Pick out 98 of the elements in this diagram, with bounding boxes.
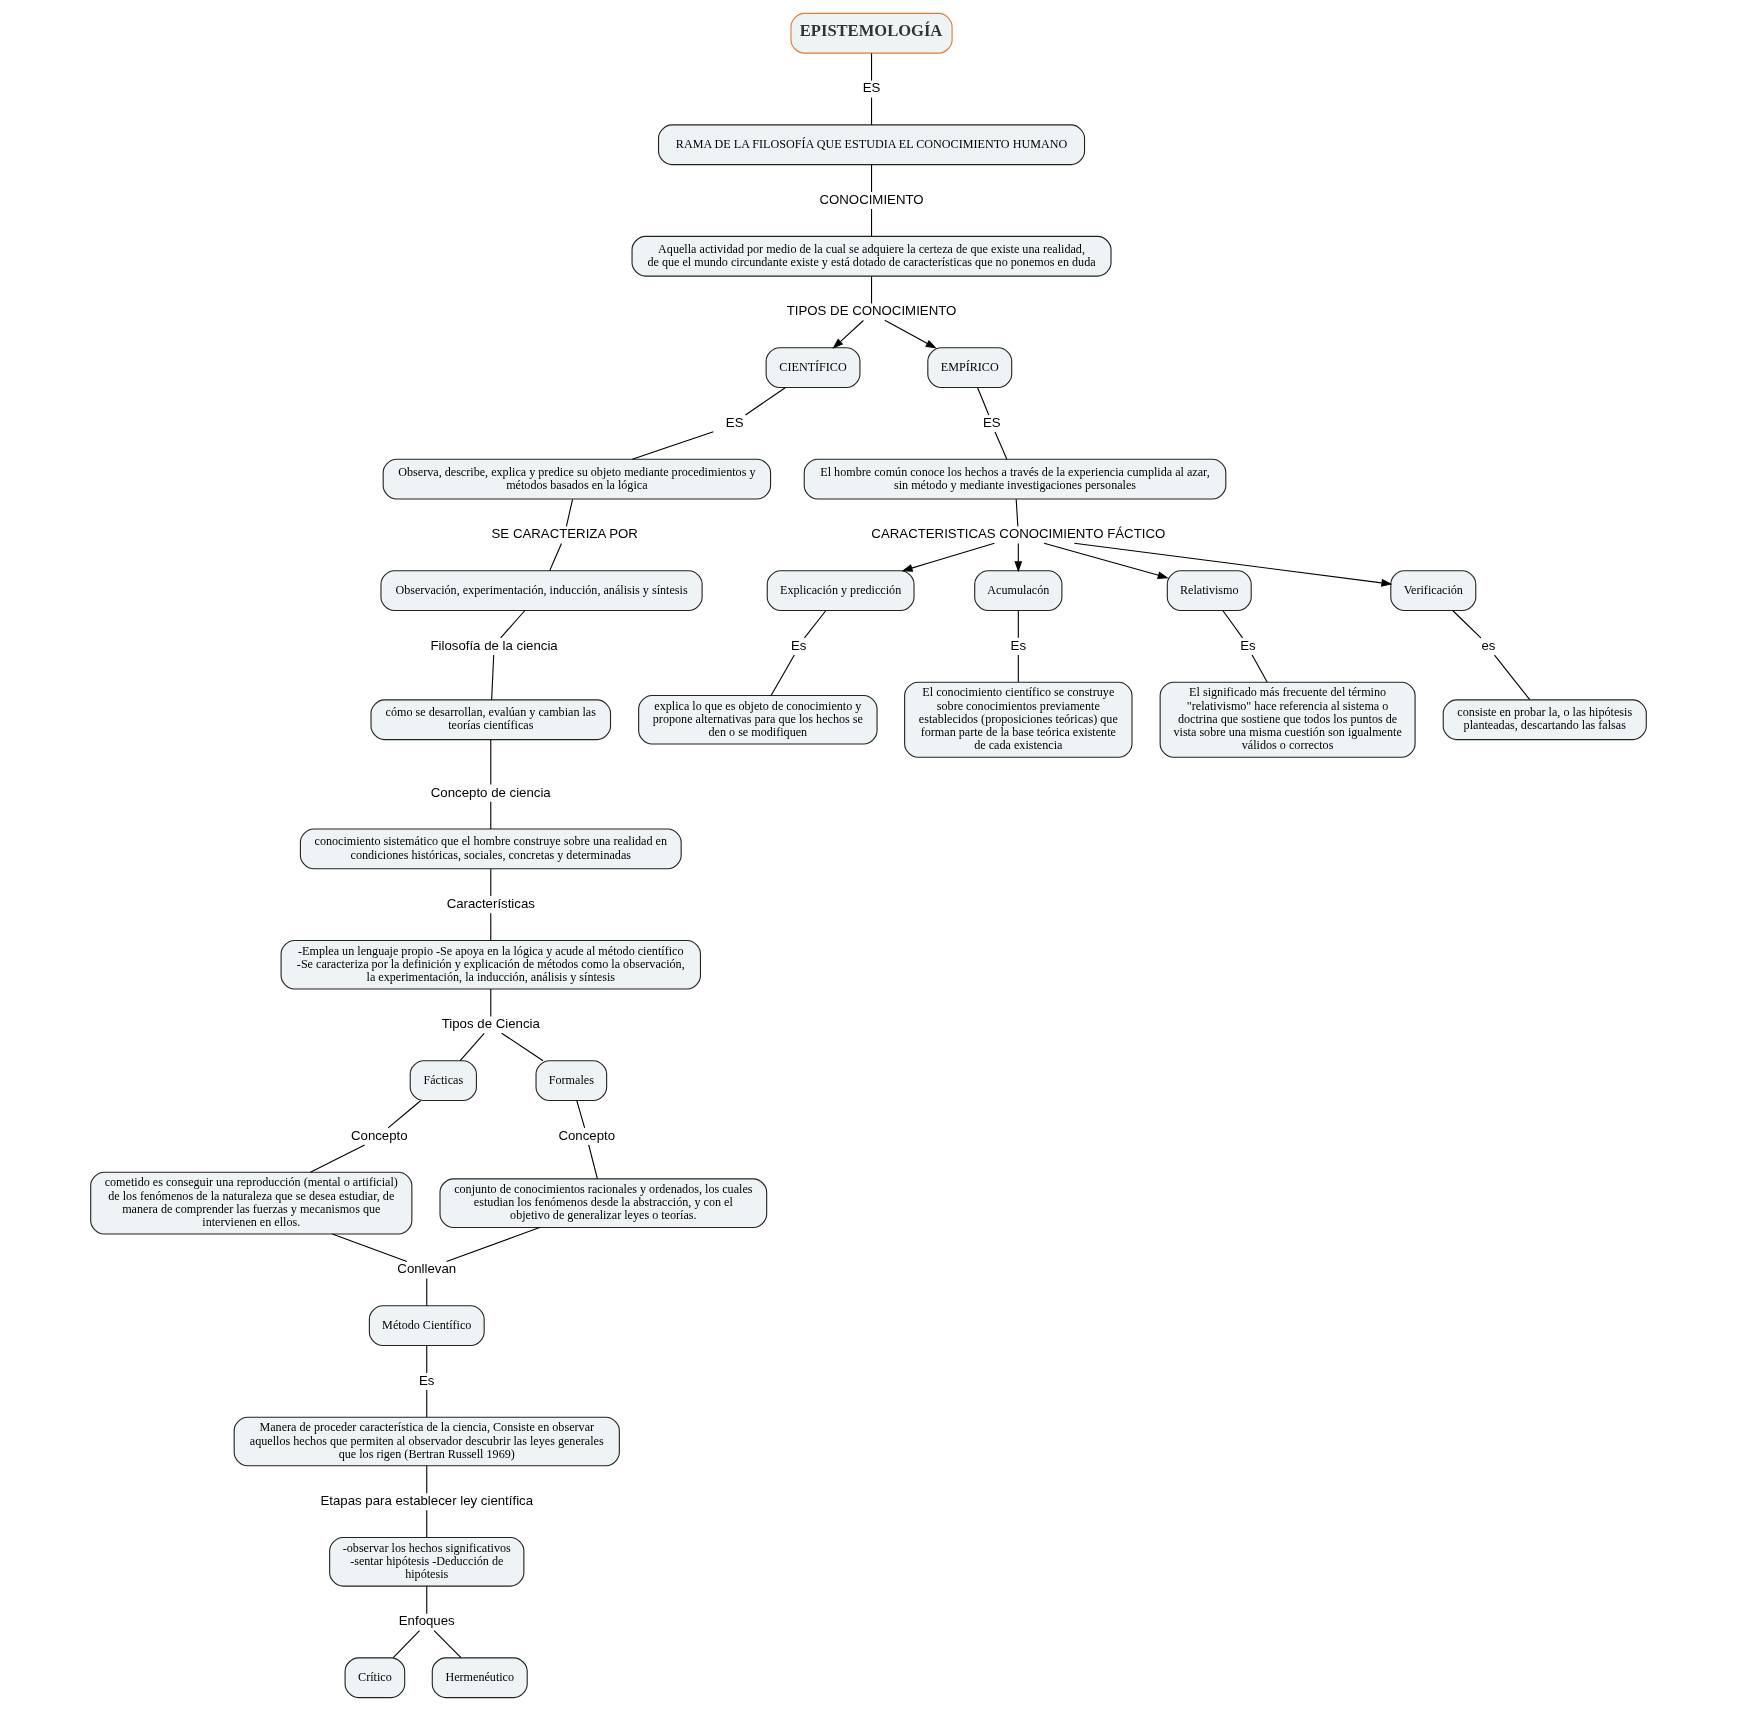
connector — [1452, 609, 1482, 638]
connector — [871, 163, 873, 193]
node-box: El hombre común conoce los hechos a través de la experiencia cumplida al azar, sin método y mediante investigaciones personales — [803, 458, 1227, 500]
node-box: RAMA DE LA FILOSOFÍA QUE ESTUDIA EL CONOCIMIENTO HUMANO — [658, 123, 1086, 165]
connector — [1222, 609, 1244, 638]
connector — [803, 609, 827, 638]
node-box: Acumulacón — [974, 569, 1063, 611]
node-box: conocimiento sistemático que el hombre construye sobre una realidad en condiciones históricas, sociales, concretas y determinadas — [299, 827, 682, 869]
connector — [994, 430, 1008, 460]
node-text: Concepto — [558, 1127, 616, 1143]
connector — [426, 1464, 428, 1494]
node-box: explica lo que es objeto de conocimiento y propone alternativas para que los hechos se den o se modifiquen — [638, 694, 878, 745]
node-box: Fácticas — [409, 1059, 477, 1101]
node-box: El conocimiento científico se construye sobre conocimientos previamente establecidos (proposiciones teóricas) que forman parte de la base teórica existente de cada existencia — [904, 681, 1133, 758]
connector — [1493, 654, 1531, 700]
node-text: Características — [446, 895, 535, 911]
node-box: El significado más frecuente del término "relativismo" hace referencia al sistema o doctrina que sostiene que todos los puntos de vista sobre una misma cuestión son igualmente válidos o correctos — [1159, 681, 1416, 758]
connector — [490, 738, 492, 785]
node-box: Observa, describe, explica y predice su objeto mediante procedimientos y métodos basados en la lógica — [382, 458, 772, 500]
connector — [501, 1032, 544, 1061]
node-box: cometido es conseguir una reproducción (mental o artificial) de los fenómenos de la naturaleza que se desea estudiar, de manera de comprender las fuerzas y mecanismos que intervienen en ellos. — [90, 1171, 413, 1235]
node-box: Aquella actividad por medio de la cual se adquiere la certeza de que existe una realidad, de que el mundo circundante existe y está dotado de características que no ponemos en duda — [631, 235, 1112, 277]
node-text: Es — [419, 1372, 435, 1388]
arrow — [1073, 542, 1393, 587]
node-box: Explicación y predicción — [766, 569, 915, 611]
node-box: Formales — [535, 1059, 608, 1101]
connector — [433, 1629, 462, 1658]
node-text: CARACTERISTICAS CONOCIMIENTO FÁCTICO — [871, 525, 1166, 541]
arrow — [1043, 542, 1169, 579]
node-text: CONOCIMIENTO — [819, 191, 924, 207]
connector — [490, 800, 492, 829]
node-box: Relativismo — [1166, 569, 1252, 611]
node-box: -observar los hechos significativos -sentar hipótesis -Deducción de hipótesis — [329, 1536, 525, 1587]
connector — [500, 609, 526, 638]
connector — [871, 208, 873, 237]
connector — [387, 1099, 422, 1128]
node-text: ES — [862, 79, 881, 95]
node-text: Es — [1240, 637, 1256, 653]
node-box: Crítico — [344, 1656, 406, 1698]
arrow — [901, 542, 995, 572]
node-text: SE CARACTERIZA POR — [491, 525, 638, 541]
node-text: Enfoques — [398, 1612, 455, 1628]
node-text: TIPOS DE CONOCIMIENTO — [786, 302, 957, 318]
node-box: Manera de proceder característica de la ciencia, Consiste en observar aquellos hechos que permiten al observador descubrir las leyes generales que los rigen (Bertran Russell 1969) — [233, 1416, 620, 1466]
node-box: conjunto de conocimientos racionales y ordenados, los cuales estudian los fenómenos desde la abstracción, y con el objetivo de generalizar leyes o teorías. — [439, 1177, 768, 1228]
connector — [770, 654, 795, 696]
connector — [426, 1389, 428, 1418]
node-box: CIENTÍFICO — [765, 346, 861, 388]
arrow — [832, 319, 864, 349]
node-text: Es — [790, 637, 807, 653]
node-box: EPISTEMOLOGÍA — [790, 12, 953, 54]
connector — [576, 1099, 586, 1128]
connector — [490, 912, 492, 941]
connector — [331, 1233, 408, 1262]
connector — [446, 1226, 541, 1262]
connector — [490, 988, 492, 1017]
connector — [588, 1143, 598, 1179]
connector — [1017, 609, 1019, 638]
node-box: cómo se desarrollan, evalúan y cambian las teorías científicas — [370, 698, 612, 740]
connector — [1015, 498, 1019, 527]
connector — [392, 1629, 421, 1658]
node-text: ES — [725, 414, 744, 430]
connector — [490, 867, 492, 897]
connector — [744, 386, 786, 415]
node-text: Es — [1010, 637, 1027, 653]
node-box: Observación, experimentación, inducción, análisis y síntesis — [380, 569, 703, 611]
connector — [871, 52, 873, 81]
node-text: ES — [983, 414, 1001, 430]
connector — [426, 1585, 428, 1614]
connector — [631, 430, 714, 460]
node-text: Tipos de Ciencia — [441, 1015, 540, 1031]
connector — [977, 386, 990, 415]
node-box: Método Científico — [368, 1304, 485, 1346]
connector — [426, 1344, 428, 1373]
node-box: consiste en probar la, o las hipótesis planteadas, descartando las falsas — [1442, 698, 1647, 740]
connector — [491, 654, 495, 700]
node-box: EMPÍRICO — [927, 346, 1013, 388]
node-box: -Emplea un lenguaje propio -Se apoya en la lógica y acude al método científico -Se caracteriza por la definición y explicación de métodos como la observación, la experimentación, la inducción, análisis y síntesis — [280, 939, 701, 990]
connector — [309, 1143, 366, 1173]
node-text: Conllevan — [397, 1260, 457, 1276]
arrow — [1014, 542, 1023, 572]
connector — [1017, 654, 1019, 682]
node-text: Filosofía de la ciencia — [430, 637, 558, 653]
connector — [565, 498, 574, 527]
connector — [1251, 654, 1268, 682]
connector — [871, 96, 873, 125]
connector — [871, 275, 873, 304]
node-box: Verificación — [1390, 569, 1477, 611]
arrow — [884, 319, 937, 349]
node-text: Concepto — [350, 1127, 408, 1143]
node-text: es — [1481, 637, 1496, 653]
connector — [426, 1277, 428, 1306]
connector — [549, 542, 563, 571]
connector — [426, 1509, 428, 1538]
node-box: Hermenéutico — [431, 1656, 528, 1698]
node-text: Concepto de ciencia — [430, 784, 551, 800]
node-text: Etapas para establecer ley científica — [320, 1492, 534, 1508]
connector — [459, 1032, 485, 1061]
